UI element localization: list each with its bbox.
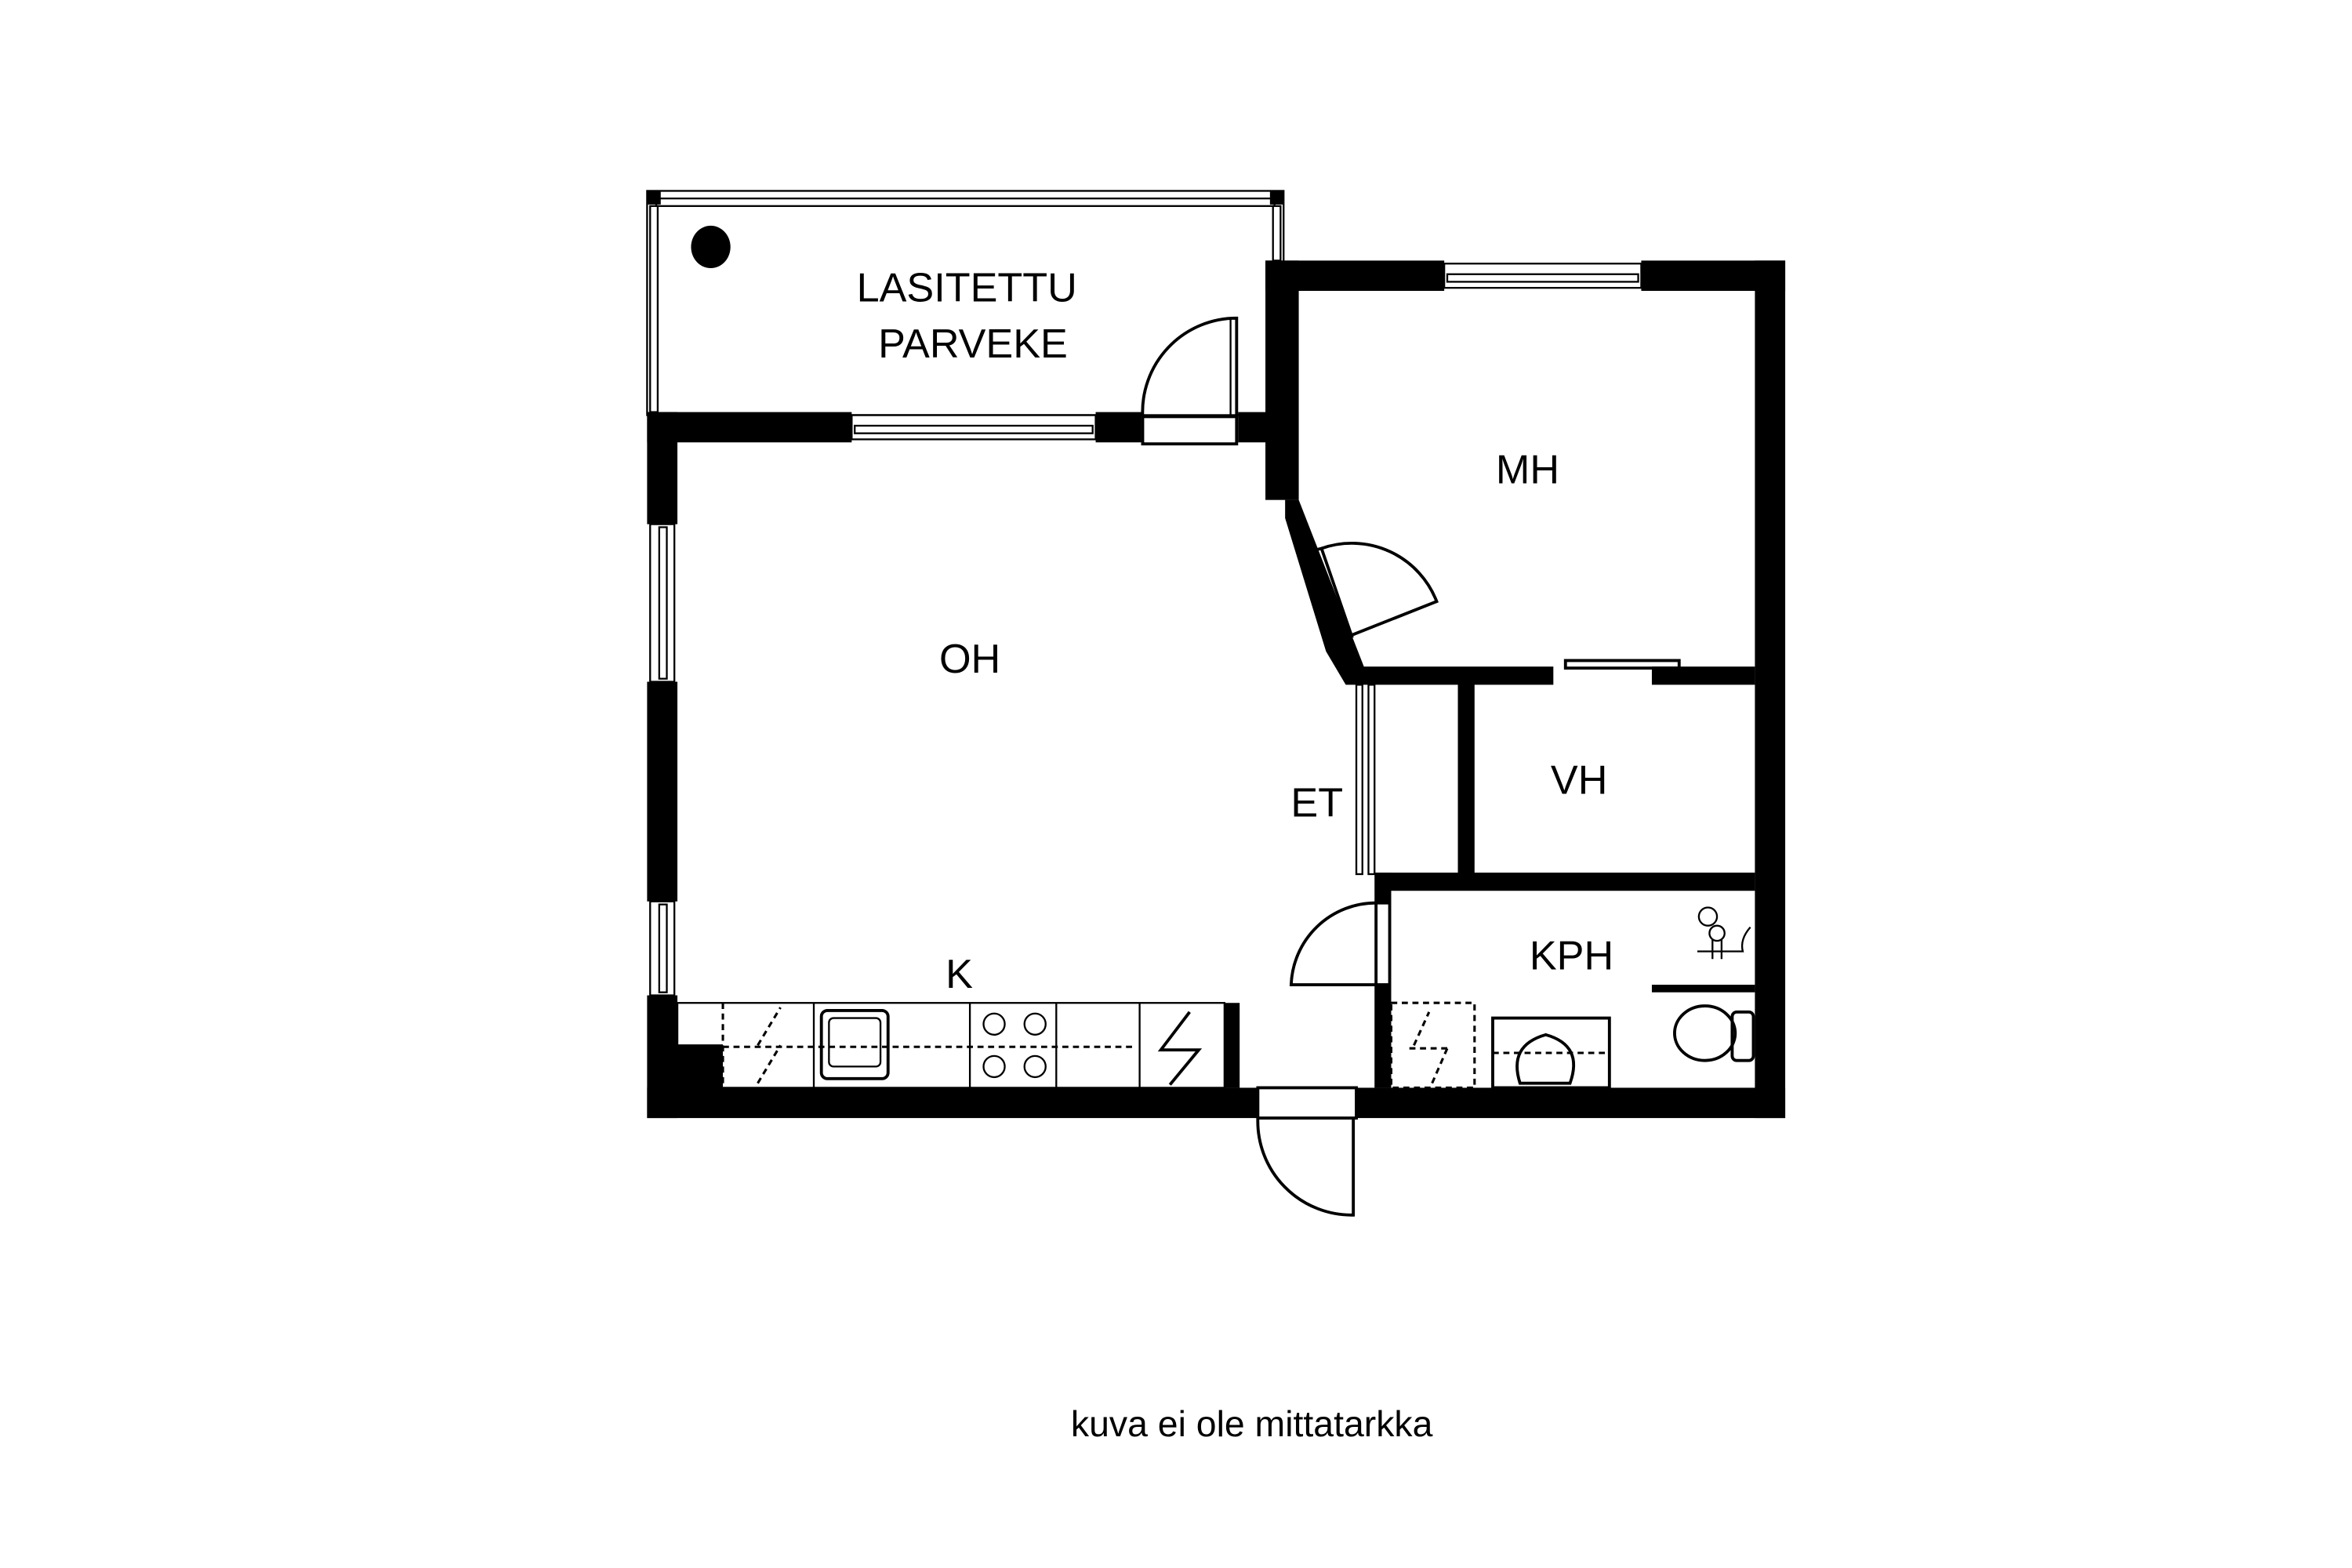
- room-label-bathroom: KPH: [1530, 934, 1613, 979]
- room-label-balcony-2: PARVEKE: [878, 321, 1068, 367]
- toilet-icon: [1673, 1004, 1755, 1062]
- room-label-hall: ET: [1290, 781, 1343, 826]
- kitchen-counter: [676, 1002, 1226, 1089]
- bathroom-fixtures: [1389, 906, 1755, 1090]
- footer-note: kuva ei ole mittatarkka: [1071, 1403, 1433, 1444]
- shower-icon: [1697, 906, 1751, 960]
- room-label-living: OH: [939, 637, 1000, 682]
- doors: [1141, 316, 1681, 1217]
- room-label-kitchen: K: [946, 952, 973, 997]
- sink-icon: [819, 1008, 890, 1080]
- drain-icon: [691, 225, 731, 269]
- room-label-closet: VH: [1551, 758, 1607, 804]
- windows: [649, 263, 1642, 996]
- room-label-balcony-1: LASITETTU: [857, 266, 1077, 311]
- fridge-icon: [1157, 1011, 1203, 1086]
- walls: [647, 260, 1786, 1119]
- stove-icon: [982, 1012, 1047, 1079]
- room-label-bedroom: MH: [1496, 447, 1559, 492]
